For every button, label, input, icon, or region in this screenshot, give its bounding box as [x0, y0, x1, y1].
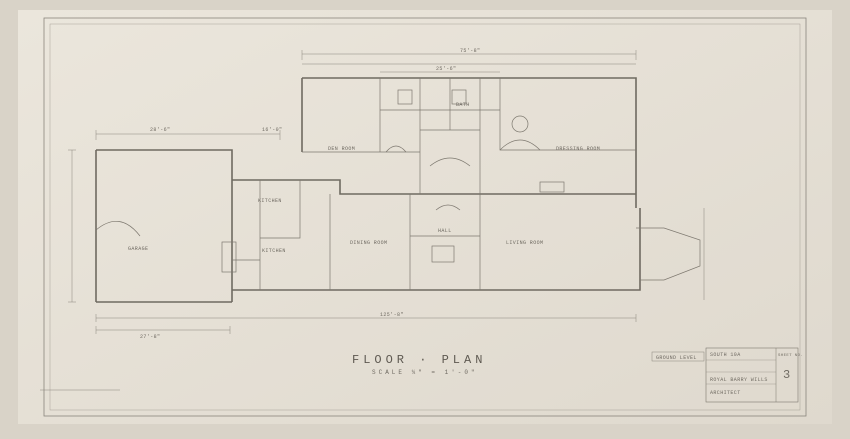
room-hall: HALL	[438, 228, 452, 234]
title-block-line2: ROYAL BARRY WILLS	[710, 377, 768, 383]
title-block-sheet: SHEET NO.	[778, 354, 803, 358]
plan-interior	[95, 78, 701, 290]
title-block-sheet-no: 3	[783, 368, 791, 382]
room-labels: GARAGE KITCHEN KITCHEN DINING ROOM LIVIN…	[128, 102, 600, 254]
scale-note: SCALE ¼" = 1'-0"	[372, 369, 478, 376]
dim-left-overall: 28'-6"	[150, 127, 170, 133]
title-block: SOUTH 10A ROYAL BARRY WILLS ARCHITECT SH…	[705, 347, 803, 403]
plan-walls	[95, 77, 641, 303]
room-kitchen-nook: KITCHEN	[262, 248, 286, 254]
room-kitchen: KITCHEN	[258, 198, 282, 204]
room-living: LIVING ROOM	[506, 240, 543, 246]
dim-bottom-overall: 125'-8"	[380, 312, 404, 318]
dim-bottom-left: 27'-8"	[140, 334, 160, 340]
drawing-title: FLOOR · PLAN	[352, 353, 486, 367]
outer-border	[43, 17, 807, 417]
room-den: DEN ROOM	[328, 146, 355, 152]
dimension-text: 75'-8" 25'-6" 28'-6" 16'-0" 125'-8" 27'-…	[140, 48, 480, 340]
dimension-lines	[40, 50, 705, 391]
dim-left-span: 16'-0"	[262, 127, 282, 133]
room-dressing: DRESSING ROOM	[556, 146, 600, 152]
title-block-line3: ARCHITECT	[710, 390, 741, 396]
room-garage: GARAGE	[128, 246, 148, 252]
paper	[18, 10, 832, 424]
dim-top-overall: 75'-8"	[460, 48, 480, 54]
ground-level-box	[651, 351, 705, 362]
room-bath: BATH	[456, 102, 470, 108]
room-dining: DINING ROOM	[350, 240, 387, 246]
title-block-line1: SOUTH 10A	[710, 352, 741, 358]
inner-border	[49, 23, 801, 411]
dim-top-mid: 25'-6"	[436, 66, 456, 72]
ground-level-note: GROUND LEVEL	[656, 355, 697, 361]
